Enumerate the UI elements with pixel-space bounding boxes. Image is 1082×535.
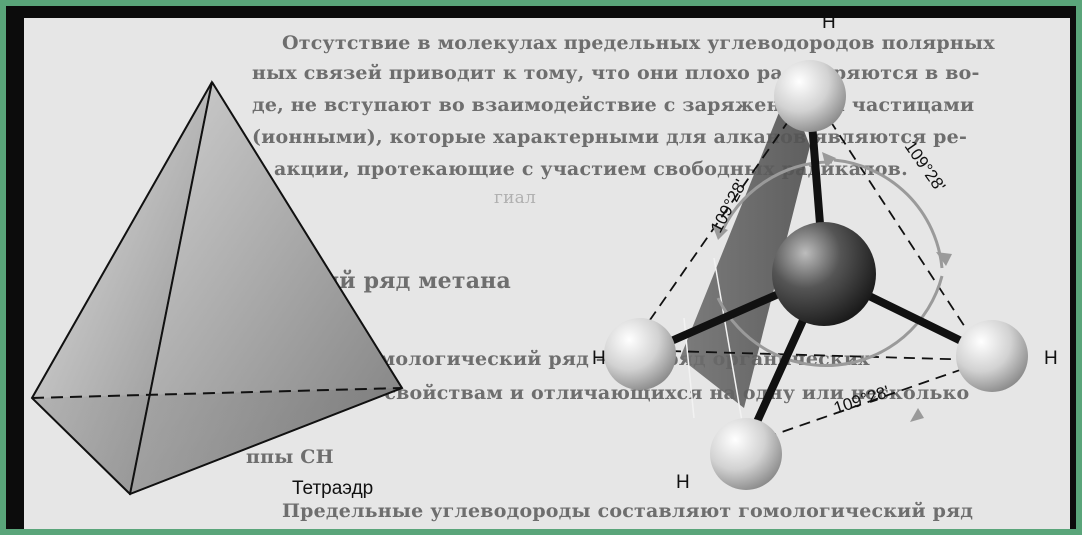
hydrogen-label-right: H <box>1044 348 1058 369</box>
illustration-panel: Отсутствие в молекулах предельных углево… <box>24 18 1070 529</box>
bond-edges <box>633 89 981 449</box>
image-frame: Отсутствие в молекулах предельных углево… <box>6 6 1076 529</box>
background-text-line: гиал <box>494 188 536 208</box>
hydrogen-atom-left <box>604 318 676 390</box>
methane-model <box>604 60 1028 490</box>
tetrahedron-label: Тетраэдр <box>292 478 373 499</box>
hydrogen-atom-right <box>956 320 1028 392</box>
hydrogen-label-left: H <box>592 348 606 369</box>
hydrogen-atom-bottom <box>710 418 782 490</box>
background-text-line: Предельные углеводороды составляют гомол… <box>282 500 974 522</box>
background-text-line: акции, протекающие с участием свободных … <box>274 158 908 180</box>
background-text-line: строению и свойствам и отличающихся на о… <box>246 382 970 404</box>
hydrogen-label-bottom: H <box>676 472 690 493</box>
hydrogen-atom-top <box>774 60 846 132</box>
angle-arrowheads <box>712 152 952 422</box>
hydrogen-label-top: H <box>822 18 836 33</box>
angle-label-bottom: 109°28' <box>831 382 891 418</box>
diagram-svg: Тетраэдр <box>30 18 1058 499</box>
tetrahedron <box>30 79 404 496</box>
angle-label-right: 109°28' <box>901 137 949 195</box>
background-text-line: Отсутствие в молекулах предельных углево… <box>282 32 995 54</box>
carbon-atom <box>772 222 876 326</box>
background-text-line: ппы СН <box>246 446 334 468</box>
